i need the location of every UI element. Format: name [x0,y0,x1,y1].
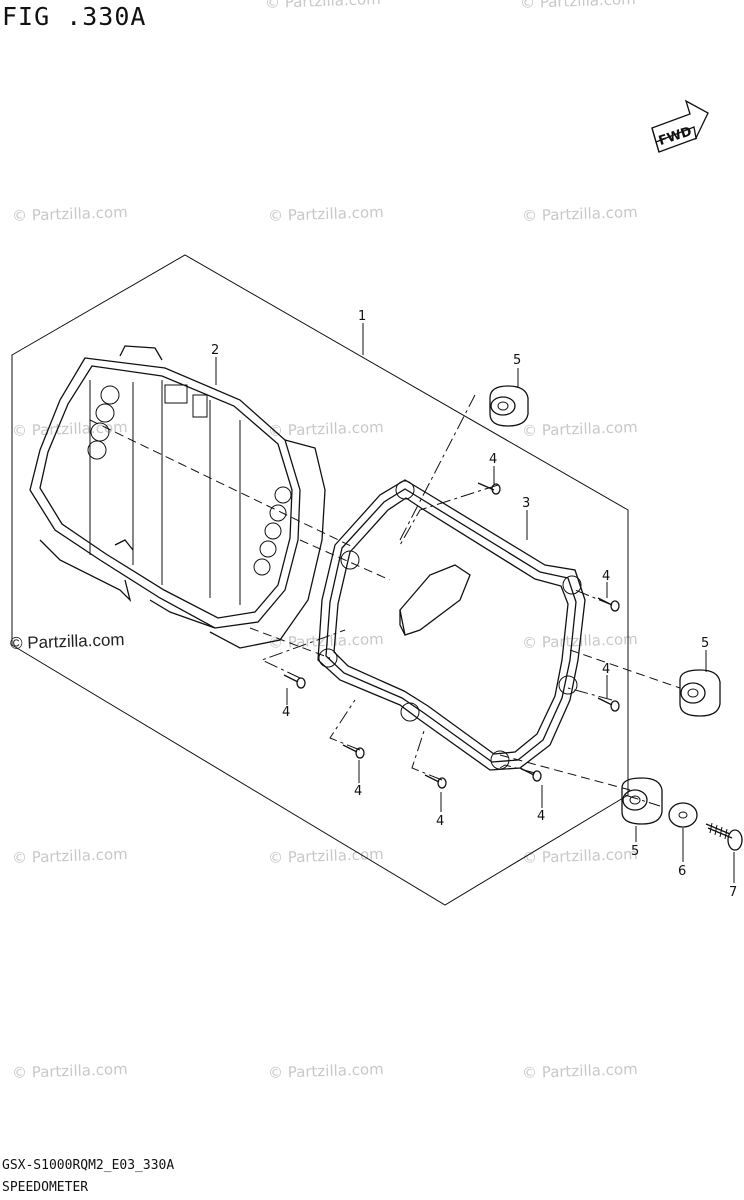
assembly-line [249,627,331,659]
assembly-line [399,394,476,541]
grommet [489,385,529,427]
meter-unit [29,345,326,649]
callout-1: 1 [358,309,366,324]
small-screw [283,674,306,689]
assembly-line [399,484,499,546]
callout-5: 5 [513,353,521,368]
callout-4: 4 [602,662,610,677]
assembly-line [329,699,361,751]
callout-5: 5 [631,844,639,859]
assembly-line [411,727,443,781]
callout-5: 5 [701,636,709,651]
diagram-code: GSX-S1000RQM2_E03_330A [2,1158,175,1173]
fwd-arrow-badge: FWD [651,99,709,153]
washer [668,802,698,828]
figure-title: FIG .330A [2,2,147,31]
callout-4: 4 [602,569,610,584]
gasket [317,479,586,771]
assembly-line [260,629,346,679]
diagram-name: SPEEDOMETER [2,1180,89,1195]
grommet [679,669,721,717]
small-screw [477,482,501,495]
small-screw [597,697,620,712]
small-screw [519,767,542,782]
small-screw [342,744,365,759]
callout-4: 4 [489,452,497,467]
callout-6: 6 [678,864,686,879]
callout-3: 3 [522,496,530,511]
assembly-line [499,754,631,791]
assembly-line [567,687,613,701]
assembly-line [624,794,661,807]
screw [705,822,743,851]
callout-4: 4 [537,809,545,824]
callout-7: 7 [729,885,737,900]
assembly-line [569,649,681,689]
assembly-line [89,419,356,549]
kit-outline [11,254,629,906]
callout-4: 4 [436,814,444,829]
small-screw [597,597,620,612]
assembly-line [299,539,391,581]
callout-2: 2 [211,343,219,358]
callout-4: 4 [282,705,290,720]
small-screw [424,774,447,789]
grommet [621,777,663,825]
callout-4: 4 [354,784,362,799]
